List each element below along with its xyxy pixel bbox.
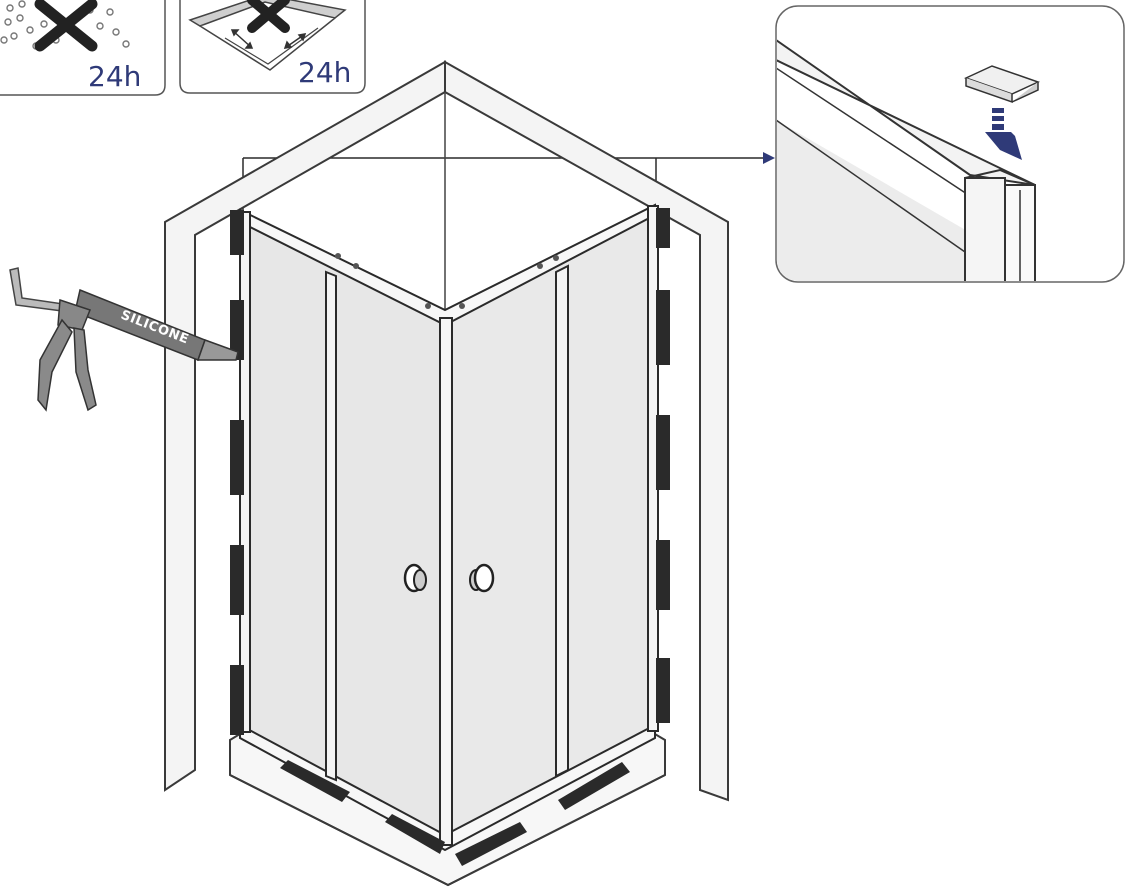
silicone-gun-icon: SILICONE xyxy=(9,267,239,412)
no-move-panel: 24h xyxy=(179,0,366,94)
corner-walls xyxy=(164,60,729,802)
insert-arrow-icon xyxy=(985,108,1022,160)
end-cap-icon xyxy=(963,65,1041,104)
no-movement-icon xyxy=(188,0,347,71)
cross-icon xyxy=(247,0,290,33)
roller-icons xyxy=(335,253,559,309)
cap-detail-inset xyxy=(775,5,1125,283)
no-shower-panel: 24h xyxy=(0,0,166,96)
cross-icon xyxy=(34,0,98,52)
door-handle-left xyxy=(403,563,427,593)
no-shower-wait-time: 24h xyxy=(88,60,141,93)
no-move-wait-time: 24h xyxy=(298,56,351,89)
door-handle-right xyxy=(469,563,495,593)
shower-enclosure xyxy=(239,203,659,852)
silicone-seal-beads xyxy=(230,208,670,866)
no-water-spray-icon xyxy=(0,0,130,52)
